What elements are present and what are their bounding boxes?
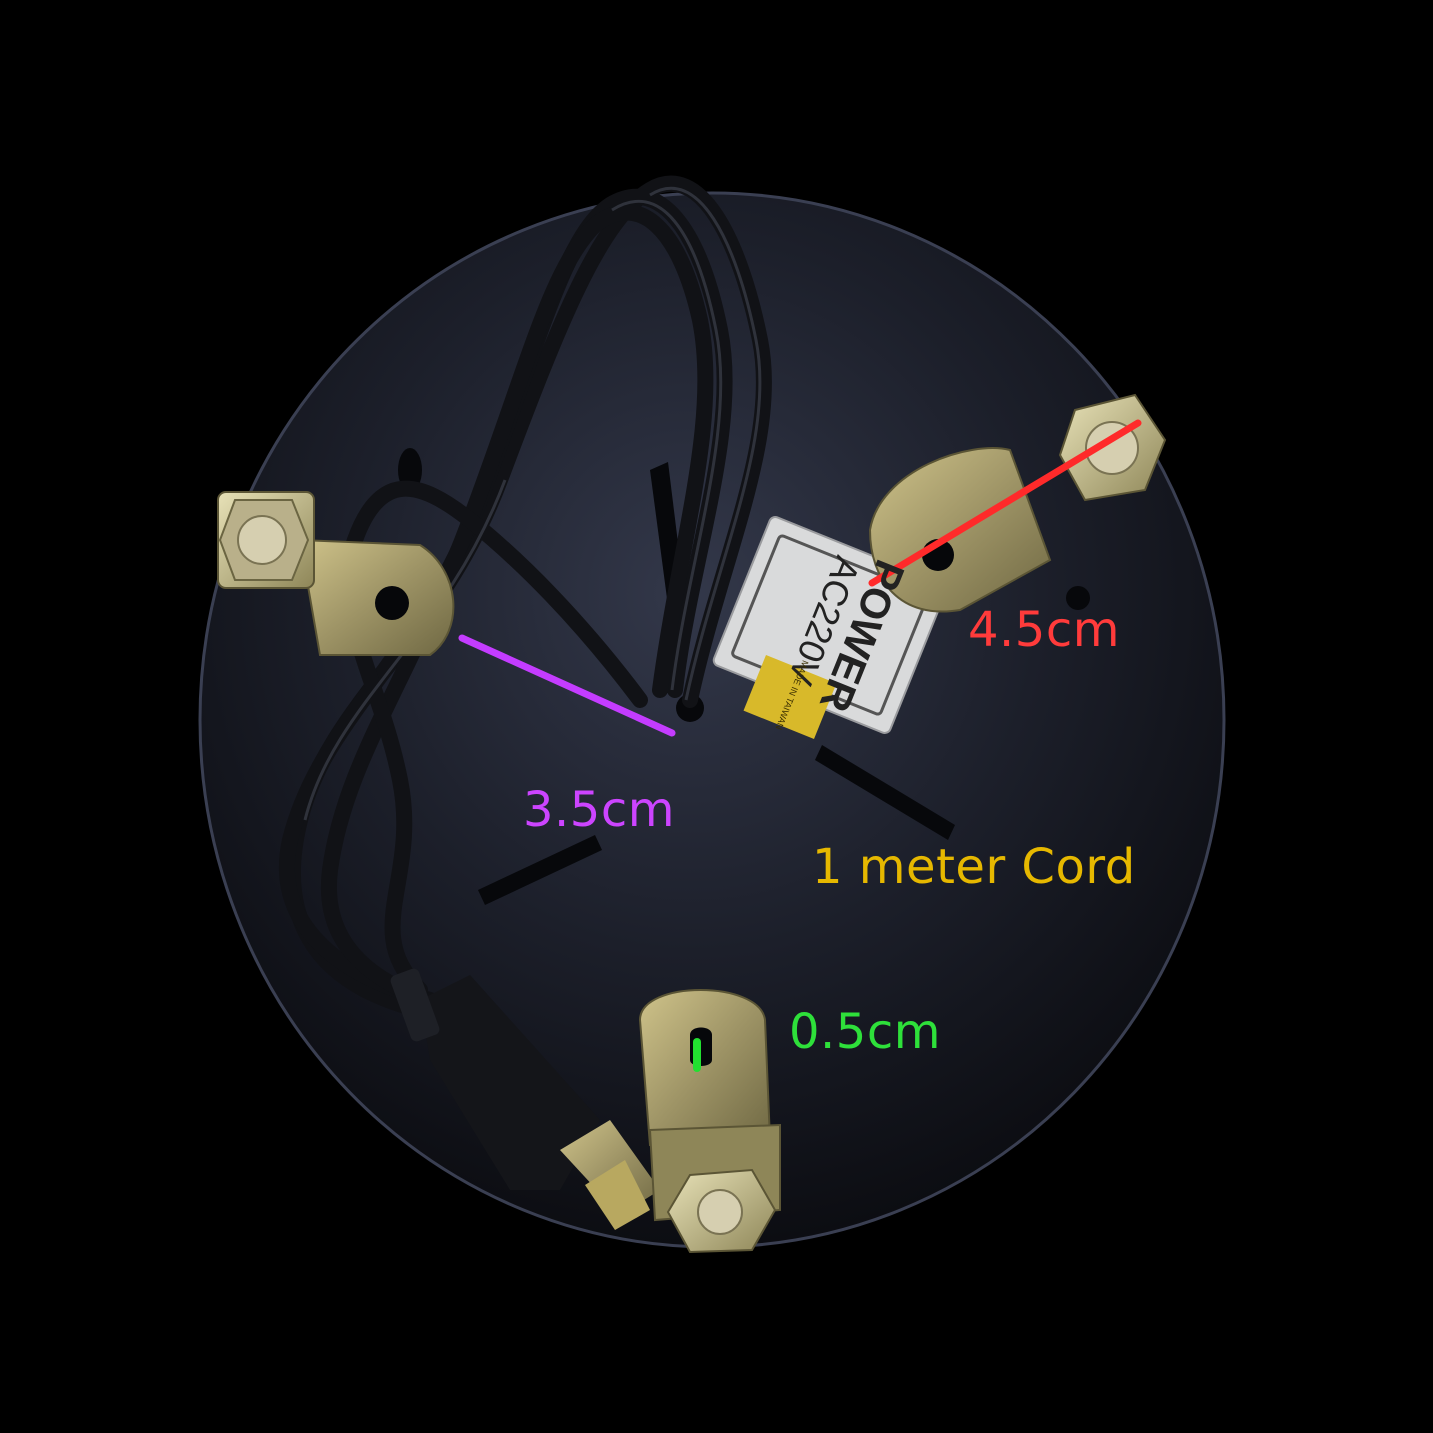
bracket-spacing-label: 3.5cm	[523, 782, 675, 838]
slot	[478, 835, 602, 905]
bottom-mounting-bracket	[638, 989, 781, 1254]
bracket-length-label: 4.5cm	[968, 602, 1120, 658]
hole	[1066, 586, 1090, 610]
made-in-label	[743, 654, 837, 740]
left-mounting-bracket	[217, 491, 455, 656]
plug	[390, 968, 660, 1230]
cord-length-label: 1 meter Cord	[812, 839, 1136, 895]
power-cord-highlight	[303, 187, 762, 821]
purple-dimension-line	[458, 634, 676, 737]
hole-size-label: 0.5cm	[789, 1004, 941, 1060]
red-dimension-line	[868, 419, 1142, 587]
slot	[815, 745, 955, 840]
